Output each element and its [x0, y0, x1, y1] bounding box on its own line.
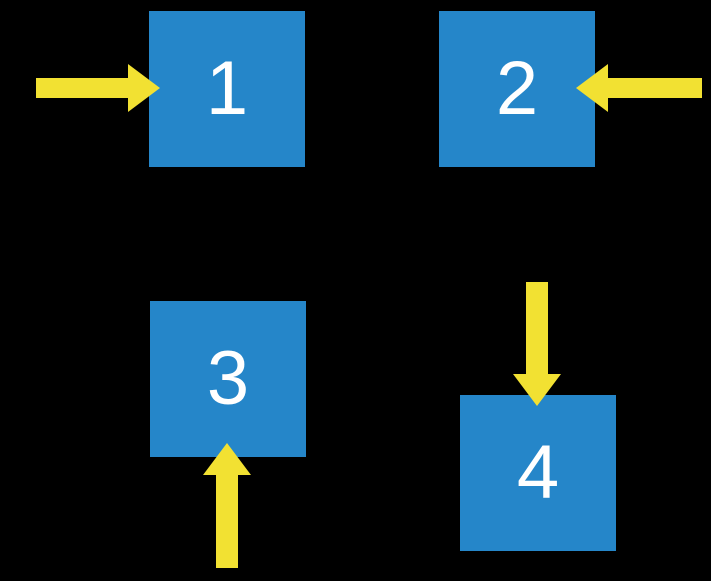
box-1: 1 — [149, 11, 305, 167]
arrow-down-shaft — [526, 282, 548, 375]
arrow-right-shaft — [36, 78, 131, 98]
box-1-label: 1 — [205, 46, 249, 131]
arrow-right-head — [128, 64, 160, 112]
arrow-left-icon — [576, 64, 702, 112]
arrow-left-shaft — [606, 78, 702, 98]
box-3-label: 3 — [206, 336, 250, 421]
arrow-left-head — [576, 64, 608, 112]
box-3: 3 — [150, 301, 306, 457]
arrow-down-icon — [513, 282, 561, 406]
arrow-up-head — [203, 443, 251, 475]
box-4: 4 — [460, 395, 616, 551]
arrow-up-icon — [203, 443, 251, 568]
box-2-label: 2 — [495, 46, 539, 131]
box-2: 2 — [439, 11, 595, 167]
arrow-up-shaft — [216, 473, 238, 568]
arrow-down-head — [513, 374, 561, 406]
arrow-right-icon — [36, 64, 160, 112]
box-4-label: 4 — [516, 430, 560, 515]
